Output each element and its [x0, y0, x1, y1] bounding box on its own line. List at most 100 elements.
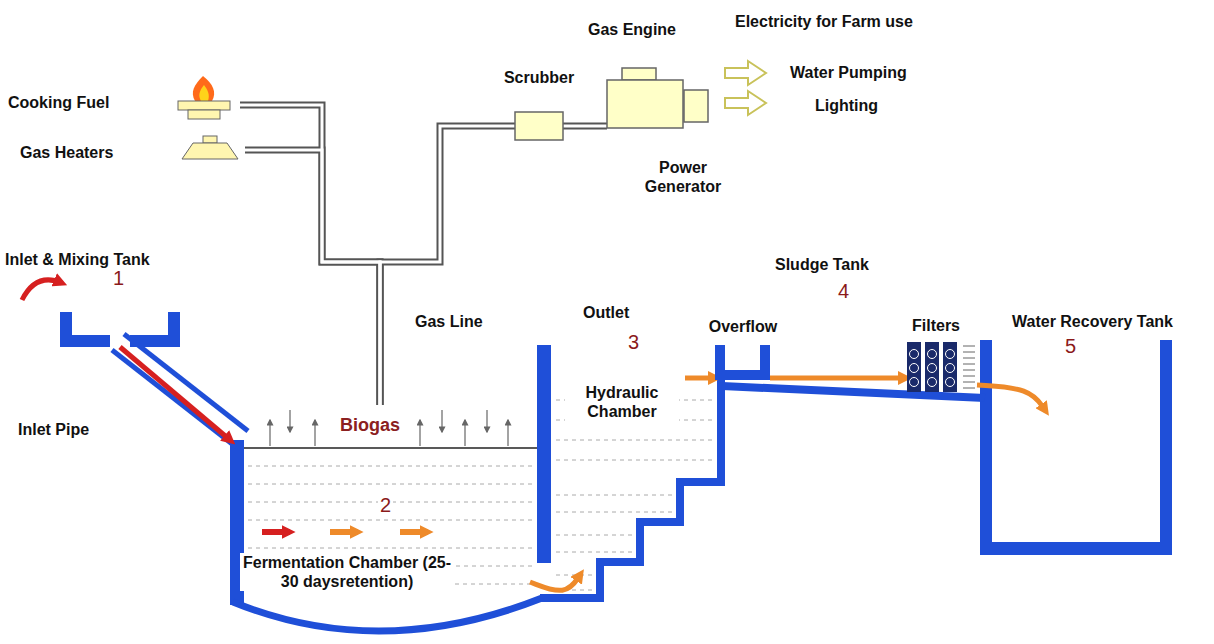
- drawing-part: [607, 80, 683, 128]
- drawing-part: [486, 410, 487, 432]
- flow-arrow: [977, 385, 1045, 410]
- drawing-part: [963, 358, 975, 359]
- pipe-core: [245, 150, 380, 405]
- power-arrows: [725, 61, 766, 115]
- node-label: Gas Engine: [577, 20, 687, 39]
- drawing-part: [556, 495, 676, 496]
- drawing-part: [1160, 340, 1172, 555]
- drawing-part: [963, 388, 975, 389]
- drawing-part: [556, 552, 636, 553]
- gas-pipe: [563, 123, 607, 130]
- node-label: Biogas: [340, 415, 400, 437]
- shape-outline: [607, 80, 683, 128]
- drawing-part: [925, 342, 939, 392]
- ybox-shape: [607, 80, 683, 128]
- output-heading: Electricity for Farm use: [735, 12, 913, 31]
- drawing-part: [928, 364, 937, 373]
- mixing-tank: Inlet & Mixing Tank1: [60, 312, 180, 347]
- outlet-steps: [540, 380, 721, 598]
- node-label: Power Generator: [637, 158, 729, 196]
- flow-arrow: [685, 376, 715, 381]
- chamber-walls: [230, 340, 1172, 605]
- shape-outline: [715, 345, 770, 380]
- fermentation-chamber: Biogas2Fermentation Chamber (25-30 daysr…: [230, 405, 530, 605]
- node-label: Gas Heaters: [20, 143, 113, 162]
- flow-arrow: [530, 575, 580, 590]
- callout-number: 1: [113, 266, 124, 290]
- drawing-part: [907, 342, 921, 392]
- drawing-part: [248, 548, 534, 549]
- drawing-part: [928, 378, 937, 387]
- drawing-part: [330, 529, 358, 535]
- drawing-part: [725, 61, 766, 85]
- drawing-part: [980, 542, 1172, 555]
- part-label: Inlet Pipe: [18, 420, 89, 439]
- shape-outline: [907, 342, 975, 392]
- gas-pipe: [380, 126, 515, 405]
- drawing-part: [400, 529, 428, 535]
- gas-pipe: [245, 150, 380, 405]
- drawing-part: [130, 335, 180, 347]
- drawing-part: [537, 345, 551, 563]
- drawing-part: [963, 376, 975, 377]
- part-label: Outlet: [583, 303, 629, 322]
- drawing-part: [182, 143, 238, 159]
- water-recovery-tank: Water Recovery Tank5: [985, 410, 1170, 540]
- callout-number: 5: [1065, 334, 1076, 358]
- flow-arrow: [770, 376, 905, 381]
- drawing-part: [248, 484, 534, 485]
- alternator: [684, 90, 708, 122]
- drawing-part: [963, 352, 975, 353]
- drawing-part: [515, 112, 563, 140]
- slurry-surface: [244, 447, 537, 449]
- drawing-part: [199, 85, 208, 101]
- flow-arrow: [120, 347, 230, 440]
- part-label: Gas Line: [415, 312, 483, 331]
- node-label: Filters: [901, 316, 971, 335]
- filter-unit: Filters: [905, 342, 977, 392]
- overflow-box: Overflow: [715, 345, 770, 380]
- drawing-part: [556, 575, 596, 576]
- pipe-core: [240, 105, 380, 405]
- drawing-part: [980, 340, 992, 555]
- part-label: Sludge Tank: [775, 255, 869, 274]
- drawing-part: [963, 370, 975, 371]
- drawing-part: [910, 364, 919, 373]
- drawing-part: [248, 466, 534, 467]
- drawing-part: [556, 440, 716, 441]
- output-label: Lighting: [815, 96, 878, 115]
- drawing-part: [556, 535, 636, 536]
- hydraulic-chamber: Hydraulic Chamber: [555, 375, 685, 575]
- drawing-part: [314, 420, 315, 446]
- engine-head: [622, 68, 656, 80]
- drawing-part: [262, 529, 290, 535]
- gas-engine: Gas EnginePower Generator: [607, 80, 683, 128]
- callout-number: 2: [378, 493, 393, 517]
- drawing-part: [269, 420, 270, 446]
- drawing-part: [556, 512, 676, 513]
- node-label: Hydraulic Chamber: [565, 383, 679, 421]
- drawing-part: [556, 460, 716, 461]
- drawing-part: [289, 410, 290, 432]
- drawing-part: [248, 520, 534, 521]
- drawing-part: [725, 91, 766, 115]
- gas-heater: Gas Heaters: [0, 135, 245, 175]
- drawing-part: [464, 420, 465, 446]
- drawing-part: [178, 101, 230, 110]
- drawing-part: [60, 335, 110, 347]
- slurry: [244, 448, 537, 628]
- filters-shape: [905, 342, 977, 392]
- drawing-part: [419, 420, 420, 446]
- pipe-core: [380, 126, 515, 405]
- drawing-part: [963, 346, 975, 347]
- drawing-part: [946, 350, 955, 359]
- node-label: Overflow: [703, 317, 783, 336]
- drawing-part: [441, 410, 442, 432]
- node-label: Scrubber: [490, 68, 588, 87]
- inlet-shape: [60, 312, 180, 347]
- node-label: Inlet & Mixing Tank: [5, 250, 150, 269]
- biogas-arrows: [270, 410, 508, 446]
- drawing-part: [124, 334, 248, 431]
- node-label: Cooking Fuel: [8, 93, 109, 112]
